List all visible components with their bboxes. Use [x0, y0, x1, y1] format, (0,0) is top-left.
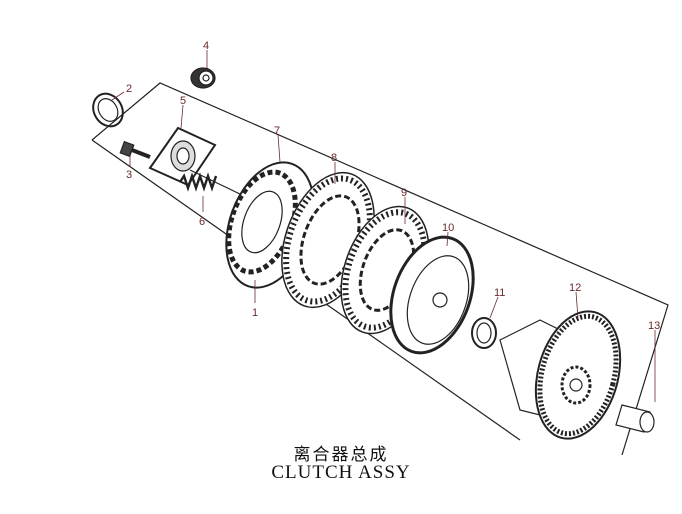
callout-3: 3	[126, 169, 132, 181]
callout-9: 9	[401, 187, 407, 199]
part-bolt	[119, 140, 151, 159]
part-pressure-plate	[148, 126, 217, 187]
callout-5: 5	[180, 95, 186, 107]
callout-8: 8	[331, 152, 337, 164]
part-bushing	[92, 92, 124, 128]
title-english: CLUTCH ASSY	[271, 462, 411, 483]
part-outer-clutch	[499, 310, 622, 440]
callout-6: 6	[199, 216, 205, 228]
part-washer	[471, 317, 497, 349]
callout-2: 2	[126, 83, 132, 95]
assembly-frame	[91, 82, 669, 456]
callout-13: 13	[648, 320, 660, 332]
part-spring	[179, 169, 243, 196]
callout-11: 11	[494, 287, 505, 299]
title-chinese: 离合器总成	[293, 445, 389, 465]
part-pressure-disc	[389, 235, 475, 355]
callout-12: 12	[569, 282, 581, 294]
callout-1: 1	[252, 307, 258, 319]
part-collar	[615, 404, 655, 433]
callout-10: 10	[442, 222, 454, 234]
part-bearing	[190, 67, 216, 89]
callout-7: 7	[274, 125, 280, 137]
callout-4: 4	[203, 40, 209, 52]
